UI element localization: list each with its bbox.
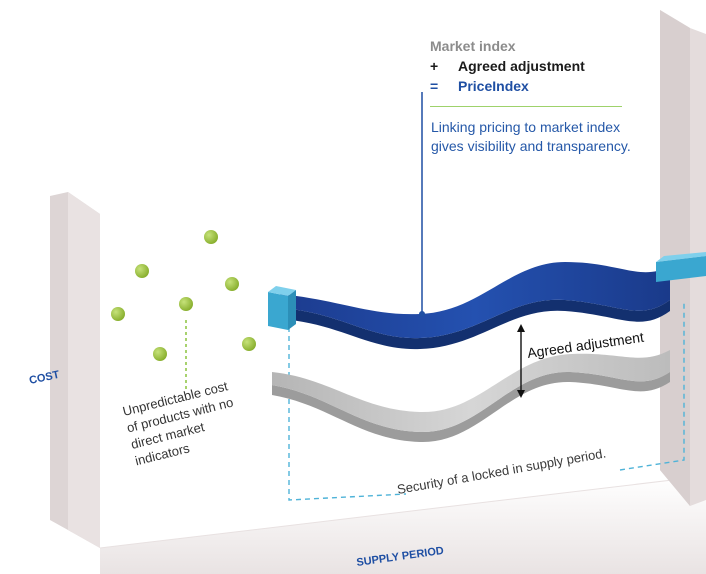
- legend-description: Linking pricing to market index gives vi…: [431, 119, 631, 154]
- security-label: Security of a locked in supply period.: [396, 445, 607, 497]
- plus-label: Agreed adjustment: [458, 58, 585, 74]
- left-endcap-front: [268, 292, 288, 330]
- green-dot: [204, 230, 218, 244]
- grey-wave-edge: [272, 371, 670, 443]
- left-endcap-side: [288, 290, 296, 330]
- blue-wave-edge: [280, 299, 670, 350]
- left-wall-front: [68, 192, 100, 548]
- scatter-dots: [111, 230, 256, 361]
- unpredictable-label: Unpredictable cost of products with no d…: [121, 378, 235, 468]
- green-dot: [135, 264, 149, 278]
- legend-divider: [430, 106, 622, 107]
- floor-edge: [99, 475, 706, 549]
- legend-header: Market index: [430, 38, 516, 54]
- adjustment-arrow-head-down: [517, 390, 525, 398]
- grey-wave: [272, 350, 670, 433]
- legend-plus-row: + Agreed adjustment: [430, 58, 585, 74]
- legend-pointer-dot: [419, 311, 425, 317]
- legend-equals-row: = PriceIndex: [430, 78, 529, 94]
- green-dot: [242, 337, 256, 351]
- green-dot: [179, 297, 193, 311]
- green-dot: [153, 347, 167, 361]
- green-dot: [225, 277, 239, 291]
- right-endcap-top: [656, 252, 706, 262]
- supply-bracket: [288, 300, 685, 501]
- equals-label: PriceIndex: [458, 78, 529, 94]
- plus-symbol: +: [430, 58, 439, 74]
- adjustment-arrow-head-up: [517, 324, 525, 332]
- blue-wave: [280, 262, 670, 339]
- green-dot: [111, 307, 125, 321]
- left-endcap-top: [268, 286, 296, 296]
- floor: [100, 476, 706, 574]
- equals-symbol: =: [430, 78, 439, 94]
- right-endcap: [656, 256, 706, 282]
